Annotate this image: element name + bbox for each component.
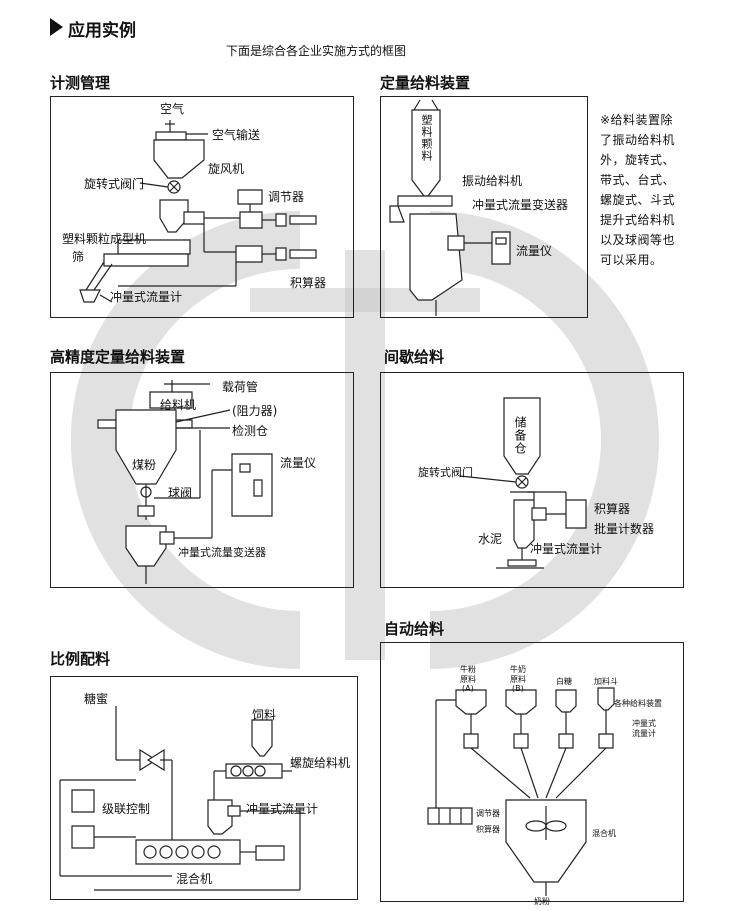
label-mixer: 混合机 [176, 872, 213, 886]
label-screw-feeder: 螺旋给料机 [290, 756, 351, 770]
label-transmitter-3: 冲量式流量变送器 [178, 546, 266, 559]
label-impact-flowmeter-4: 冲量式流量计 [530, 542, 603, 556]
label-regulator-6: 调节器 [476, 809, 500, 818]
label-rotary-valve: 旋转式阀门 [84, 177, 145, 191]
label-molasses: 糖蜜 [84, 692, 109, 706]
label-plastic-pellets: 塑料颗料 [420, 114, 433, 162]
label-coal-powder: 煤粉 [132, 458, 157, 472]
label-air-convey: 空气输送 [212, 128, 261, 142]
label-carrier-pipe: 载荷管 [222, 380, 259, 394]
label-milk-a-bot: (A) [462, 684, 474, 693]
page-subtitle: 下面是综合各企业实施方式的框图 [226, 44, 407, 58]
label-integrator-6: 积算器 [476, 825, 500, 834]
label-milk-a-top: 牛粉 [460, 665, 476, 674]
label-transmitter: 冲量式流量变送器 [472, 198, 569, 212]
label-cement: 水泥 [478, 532, 503, 546]
panel-title-batch: 间歇给料 [384, 348, 445, 366]
panel-title-proportion: 比例配料 [50, 650, 111, 668]
feeder-note: ※给料装置除了振动给料机外，旋转式、带式、台式、螺旋式、斗式提升式给料机以及球阀… [600, 113, 676, 267]
label-additive-hopper: 加料斗 [594, 677, 618, 686]
panel-high-precision [50, 372, 354, 588]
panel-quant-feed [380, 96, 588, 318]
label-flow-meter: 流量仪 [516, 244, 553, 258]
label-pellet-machine: 塑料颗粒成型机 [62, 232, 147, 246]
panel-measurement [50, 96, 354, 318]
label-milk-a-mid: 原料 [460, 675, 476, 684]
panel-title-quant-feed: 定量给料装置 [380, 74, 471, 92]
label-rotary-valve-4: 旋转式阀门 [418, 466, 473, 479]
label-milk-b-top: 牛奶 [510, 665, 526, 674]
label-vibratory-feeder: 振动给料机 [462, 174, 523, 188]
panel-batch [380, 372, 684, 588]
label-cyclone: 旋风机 [208, 162, 245, 176]
label-impact-flowmeter-5: 冲量式流量计 [246, 802, 319, 816]
label-impact-bot: 流量计 [632, 729, 656, 738]
label-feed: 饲料 [252, 708, 277, 722]
label-air: 空气 [160, 102, 185, 116]
label-storage-bin: 储备仓 [513, 416, 527, 455]
label-flow-meter-3: 流量仪 [280, 456, 317, 470]
label-feeder: 给料机 [160, 398, 197, 412]
label-sugar: 白糖 [556, 677, 572, 686]
label-resistance: (阻力器) [232, 404, 278, 418]
label-regulator: 调节器 [268, 190, 305, 204]
label-milk-b-mid: 原料 [510, 675, 526, 684]
section-marker-icon [50, 18, 63, 36]
label-check-bin: 检测仓 [232, 424, 269, 438]
label-impact-top: 冲量式 [632, 719, 656, 728]
section-title: 应用实例 [68, 21, 136, 41]
label-integrator-4: 积算器 [594, 502, 631, 516]
panel-auto-feed [380, 642, 684, 902]
label-sieve: 筛 [72, 250, 85, 264]
label-ball-valve: 球阀 [168, 486, 193, 500]
label-cascade-control: 级联控制 [102, 802, 151, 816]
label-milk-powder: 奶粉 [534, 897, 550, 906]
label-milk-b-bot: (B) [512, 684, 524, 693]
label-integrator: 积算器 [290, 276, 327, 290]
panel-title-high-precision: 高精度定量给料装置 [50, 348, 186, 366]
label-batch-counter: 批量计数器 [594, 522, 655, 536]
panel-title-auto-feed: 自动给料 [384, 620, 445, 638]
label-mixer-6: 混合机 [592, 829, 616, 838]
label-impact-flowmeter: 冲量式流量计 [110, 290, 183, 304]
label-various-feeders: 各种给料装置 [614, 699, 662, 708]
panel-title-measurement: 计测管理 [50, 74, 111, 92]
panel-proportion [50, 676, 358, 900]
